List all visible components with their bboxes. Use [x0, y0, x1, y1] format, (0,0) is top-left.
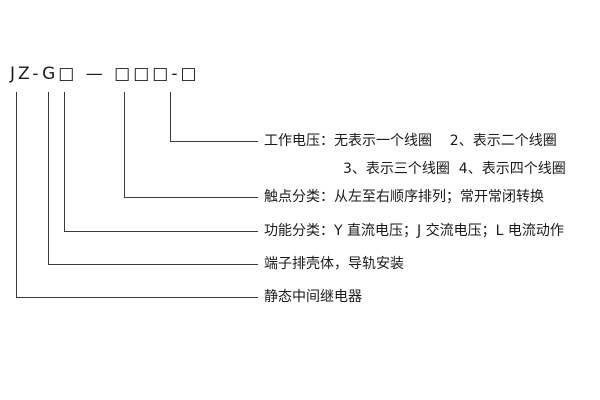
callout-contact-class: 触点分类：从左至右顺序排列；常开常闭转换 — [264, 189, 544, 205]
callout-working-voltage: 工作电压：无表示一个线圈 2、表示二个线圈 — [264, 133, 557, 149]
callout-housing: 端子排壳体，导轨安装 — [264, 256, 404, 272]
leader-line-contact-class-vertical — [124, 92, 125, 197]
callout-function-class: 功能分类：Y 直流电压；J 交流电压；L 电流动作 — [264, 223, 564, 239]
leader-line-relay-type-vertical — [16, 92, 17, 297]
leader-line-function-class-vertical — [64, 92, 65, 231]
callout-working-voltage-line2: 3、表示三个线圈 4、表示四个线圈 — [343, 161, 566, 177]
leader-line-contact-class-horizontal — [124, 197, 258, 198]
leader-line-housing-horizontal — [48, 264, 258, 265]
leader-line-working-voltage-vertical — [170, 92, 171, 141]
leader-line-relay-type-horizontal — [16, 297, 258, 298]
leader-line-function-class-horizontal — [64, 231, 258, 232]
model-code: JZ-G□ — □□□-□ — [10, 64, 200, 84]
callout-relay-type: 静态中间继电器 — [264, 289, 362, 305]
leader-line-working-voltage-horizontal — [170, 141, 258, 142]
leader-line-housing-vertical — [48, 92, 49, 264]
